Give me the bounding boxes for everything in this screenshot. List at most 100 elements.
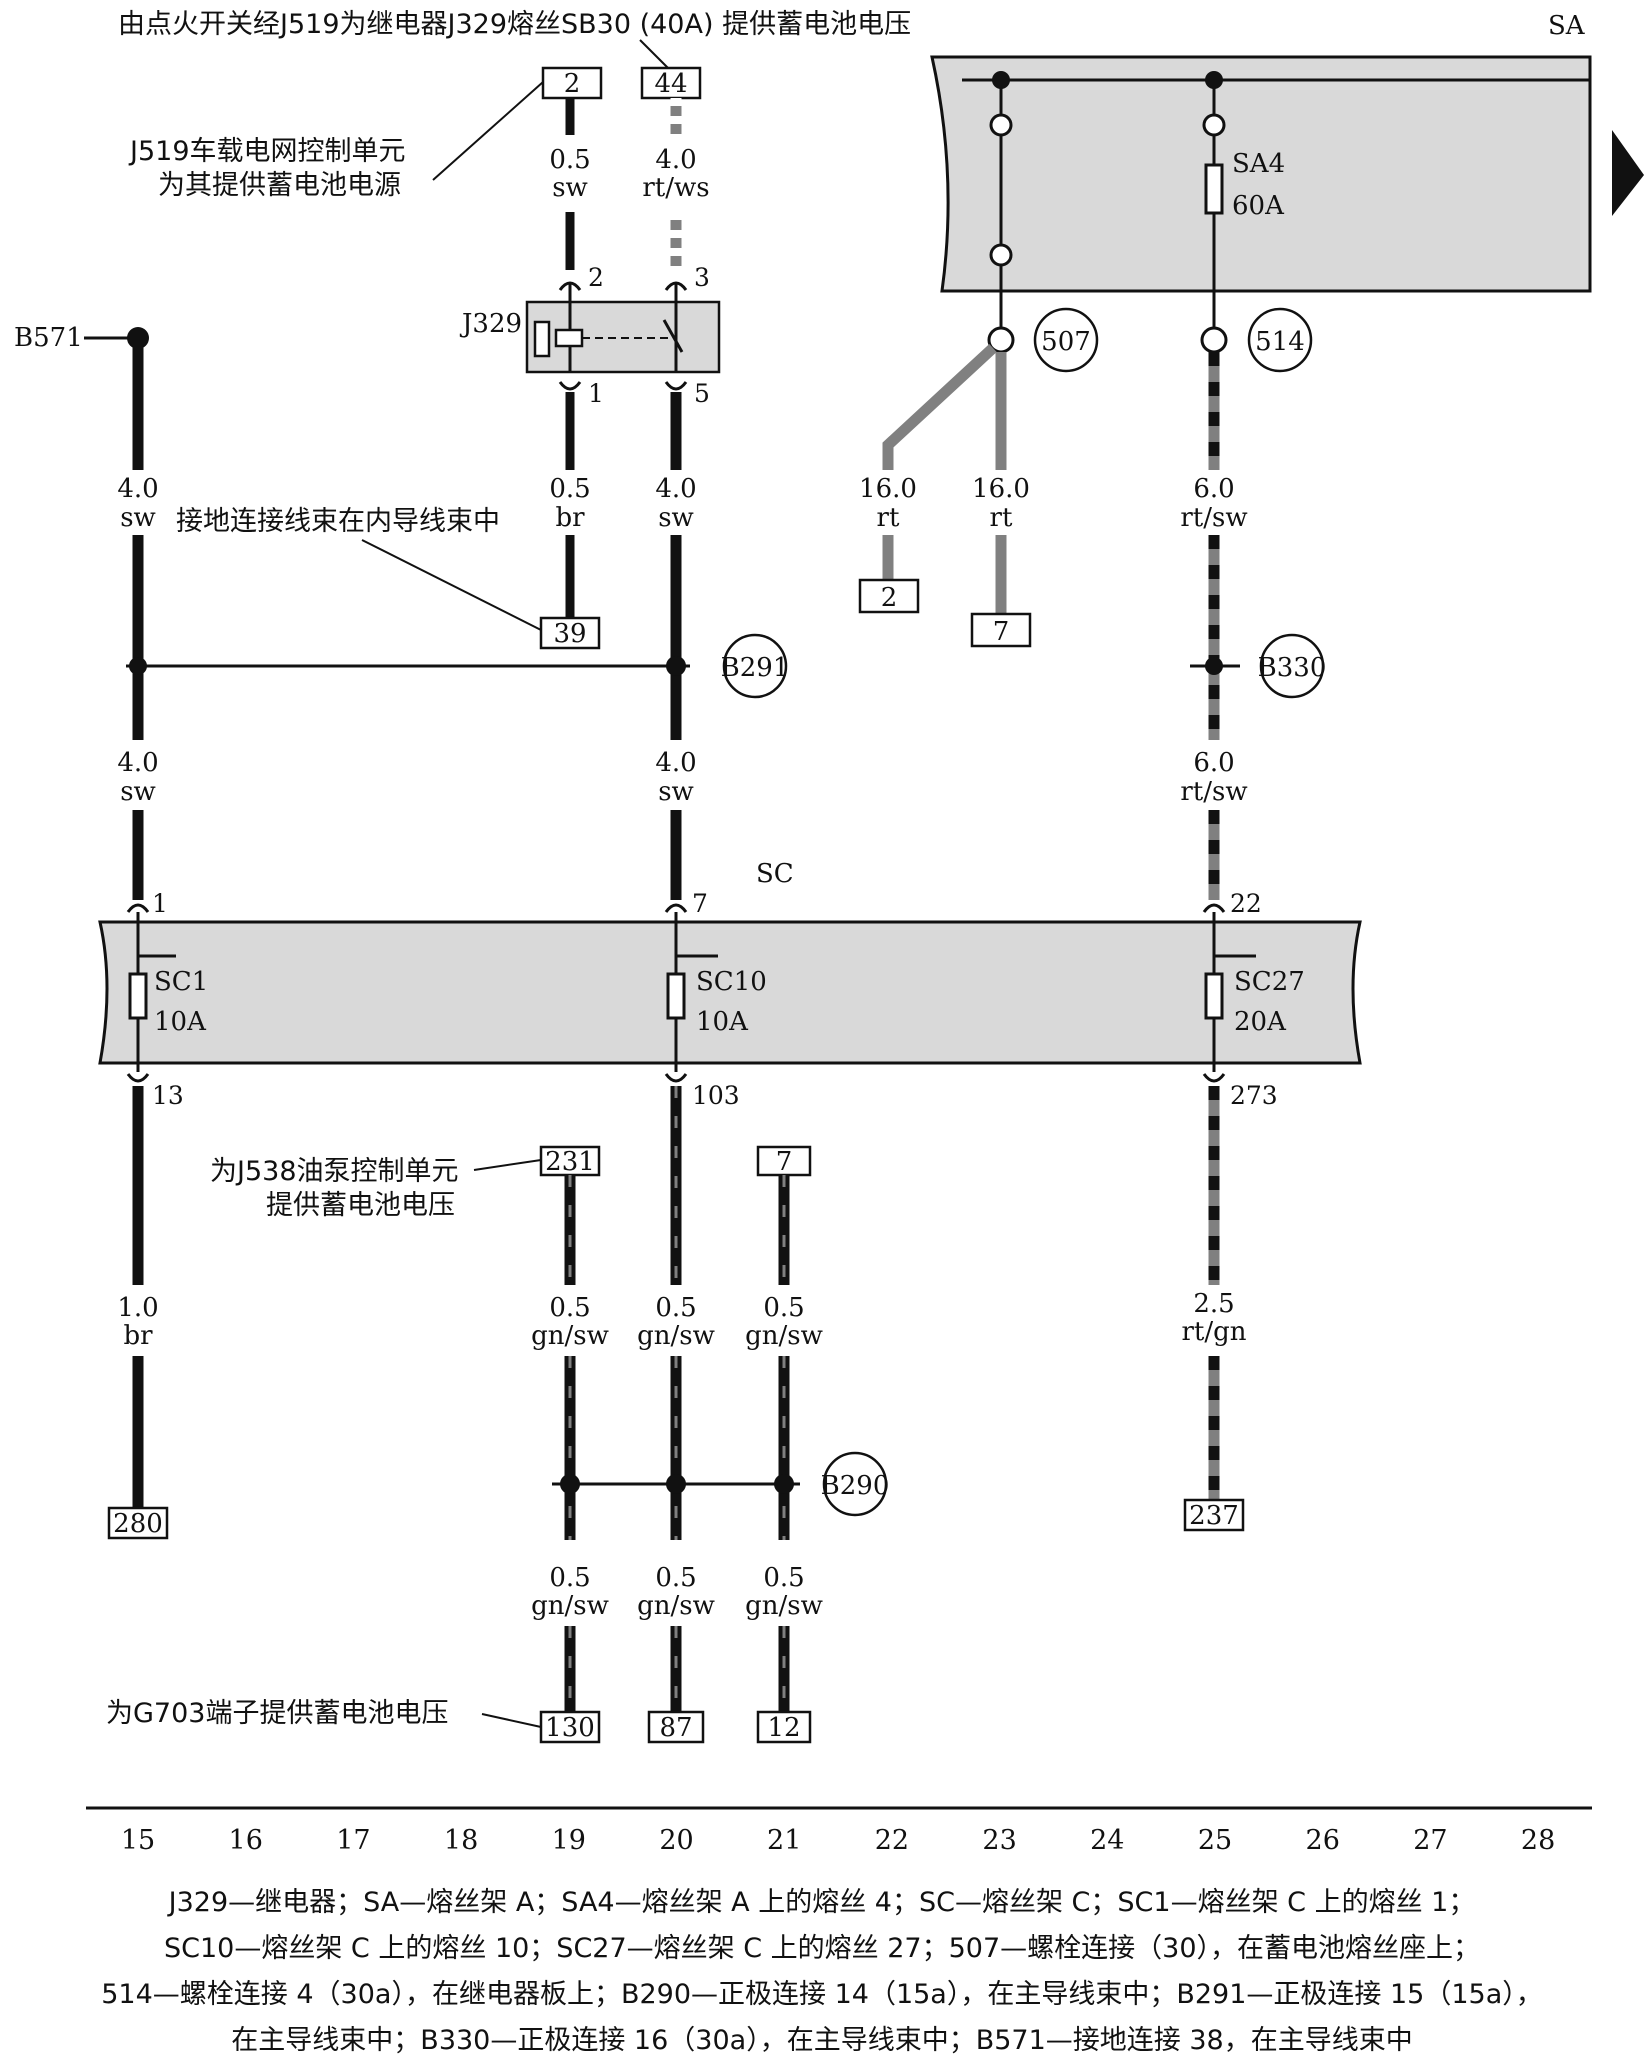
terminal-2-top-label: 2: [564, 69, 581, 99]
fuse-sa4-rating: 60A: [1232, 191, 1285, 221]
grid-number: 17: [336, 1825, 370, 1856]
fuse-sc10: [666, 972, 686, 1020]
wire-color: gn/sw: [637, 1591, 715, 1621]
g703-annotation: 为G703端子提供蓄电池电压: [106, 1698, 448, 1729]
top-annotation: 由点火开关经J519为继电器J329熔丝SB30 (40A) 提供蓄电池电压: [118, 9, 911, 40]
wire-size: 4.0: [117, 748, 158, 778]
fuse-sc1-name: SC1: [154, 967, 208, 997]
legend-line: 514—螺栓连接 4（30a），在继电器板上；B290—正极连接 14（15a）…: [101, 1979, 1543, 2010]
wire-color: rt: [990, 503, 1013, 533]
terminal-2-label: 2: [881, 583, 898, 613]
wire-size: 2.5: [1193, 1289, 1234, 1319]
wire-color: rt/ws: [642, 173, 709, 203]
connector-b290: [822, 1451, 888, 1517]
grid-number: 19: [552, 1825, 586, 1856]
terminal-130: [539, 1710, 601, 1744]
j538-annotation-1: 为J538油泵控制单元: [210, 1156, 459, 1187]
j519-annotation-1: J519车载电网控制单元: [128, 136, 406, 167]
grid-number: 23: [982, 1825, 1016, 1856]
wire-color: rt: [877, 503, 900, 533]
sc-fuse-box: [98, 920, 1362, 1065]
terminal-39: [539, 616, 601, 650]
wire-color: rt/sw: [1180, 777, 1247, 807]
wire-color: sw: [658, 777, 694, 807]
wire-size: 0.5: [549, 474, 590, 504]
sc-pin: 1: [152, 889, 168, 918]
terminal-12: [756, 1710, 812, 1744]
wire-size: 0.5: [549, 145, 590, 175]
terminal-39-label: 39: [553, 619, 586, 649]
wire-color: sw: [120, 503, 156, 533]
fuse-sc27: [1204, 972, 1224, 1020]
fuse-sc1-rating: 10A: [154, 1007, 207, 1037]
wire-size: 4.0: [655, 748, 696, 778]
grid-number: 27: [1413, 1825, 1447, 1856]
legend-line: 在主导线束中；B330—正极连接 16（30a），在主导线束中；B571—接地连…: [231, 2025, 1413, 2056]
terminal-237: [1183, 1498, 1245, 1532]
connector-507-label: 507: [1041, 327, 1091, 357]
fuse-sc1: [128, 972, 148, 1020]
relay-pin: 1: [588, 379, 604, 408]
sc-pin: 7: [692, 889, 708, 918]
terminal-7-b-label: 7: [776, 1147, 793, 1177]
terminal-44-label: 44: [654, 69, 687, 99]
fuse-sc27-rating: 20A: [1234, 1007, 1287, 1037]
terminal-87: [647, 1710, 705, 1744]
sc-pin: 273: [1230, 1081, 1278, 1110]
connector-514: [1247, 307, 1313, 373]
wire-color: gn/sw: [637, 1321, 715, 1351]
wire-color: br: [555, 503, 585, 533]
wire-size: 0.5: [655, 1293, 696, 1323]
connector-507: [1033, 307, 1099, 373]
wire-size: 0.5: [655, 1563, 696, 1593]
fuse-sa4-name: SA4: [1232, 149, 1285, 179]
sc-label: SC: [756, 859, 794, 889]
grid-number: 28: [1521, 1825, 1555, 1856]
grid-number: 21: [767, 1825, 801, 1856]
terminal-7: [970, 612, 1032, 648]
sc-pin: 22: [1230, 889, 1262, 918]
wire-size: 0.5: [763, 1293, 804, 1323]
wire-size: 6.0: [1193, 474, 1234, 504]
wire-color: rt/sw: [1180, 503, 1247, 533]
sc-pin: 13: [152, 1081, 184, 1110]
terminal-12-label: 12: [767, 1713, 800, 1743]
fuse-sc10-name: SC10: [696, 967, 767, 997]
legend-line: SC10—熔丝架 C 上的熔丝 10；SC27—熔丝架 C 上的熔丝 27；50…: [164, 1933, 1480, 1964]
wire-size: 4.0: [655, 145, 696, 175]
terminal-87-label: 87: [659, 1713, 692, 1743]
wire-color: sw: [552, 173, 588, 203]
connector-b290-label: B290: [821, 1471, 890, 1501]
terminal-280: [107, 1506, 169, 1540]
wire-color: gn/sw: [745, 1321, 823, 1351]
sa-fuse-box: [930, 55, 1592, 293]
connector-b330: [1259, 633, 1325, 699]
j519-annotation-2: 为其提供蓄电池电源: [158, 170, 401, 201]
terminal-2: [858, 578, 920, 614]
wire-size: 0.5: [763, 1563, 804, 1593]
terminal-231-label: 231: [545, 1147, 595, 1177]
wire-size: 16.0: [859, 474, 917, 504]
fuse-sc10-rating: 10A: [696, 1007, 749, 1037]
connector-b291: [722, 633, 788, 699]
wire-color: gn/sw: [531, 1321, 609, 1351]
legend-line: J329—继电器；SA—熔丝架 A；SA4—熔丝架 A 上的熔丝 4；SC—熔丝…: [168, 1887, 1476, 1918]
relay-pin: 2: [588, 263, 604, 292]
ground-annotation: 接地连接线束在内导线束中: [176, 506, 500, 537]
wire-size: 16.0: [972, 474, 1030, 504]
terminal-7-label: 7: [993, 617, 1010, 647]
wire-color: sw: [658, 503, 694, 533]
sc-pin: 103: [692, 1081, 740, 1110]
connector-b330-label: B330: [1258, 653, 1327, 683]
wire-color: br: [123, 1321, 153, 1351]
grid-number: 18: [444, 1825, 478, 1856]
grid-number: 22: [875, 1825, 909, 1856]
j538-annotation-2: 提供蓄电池电压: [266, 1190, 455, 1221]
terminal-130-label: 130: [545, 1713, 595, 1743]
connector-b571-label: B571: [14, 323, 83, 353]
connector-514-label: 514: [1255, 327, 1305, 357]
grid-number: 15: [121, 1825, 155, 1856]
wire-size: 0.5: [549, 1293, 590, 1323]
